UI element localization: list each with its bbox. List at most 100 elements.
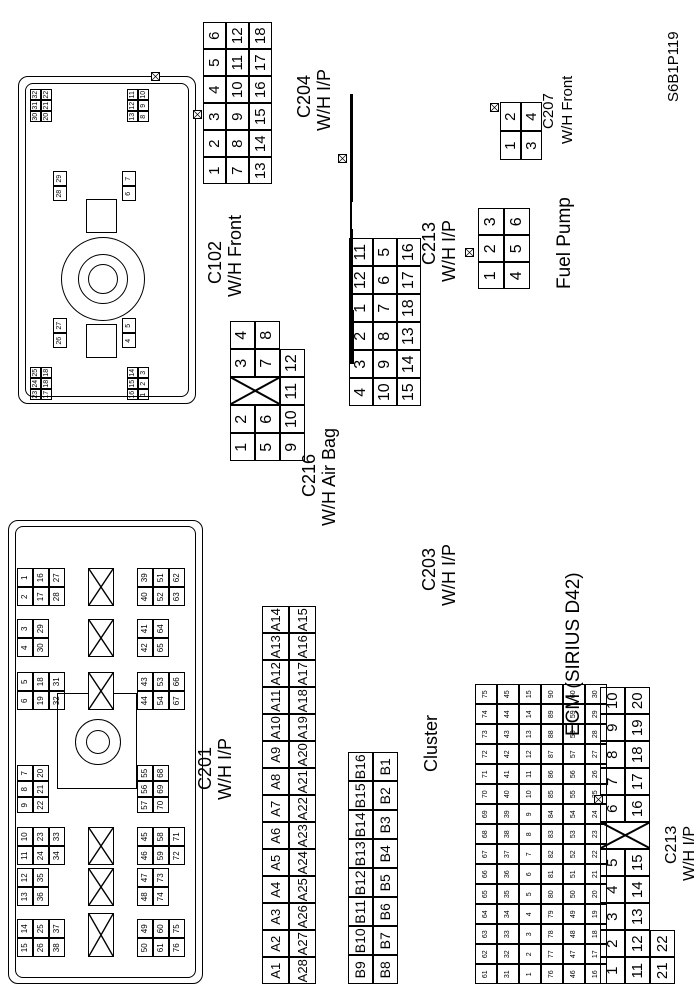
pin-cell: 21 <box>40 100 52 112</box>
pin-cell: 39 <box>136 568 153 588</box>
pin-cell: A7 <box>261 795 289 823</box>
pin-cell: 13 <box>16 887 33 907</box>
pin-cell: 87 <box>540 744 563 765</box>
pin-cell: 51 <box>152 568 169 588</box>
pin-cell: 31 <box>29 100 41 112</box>
pin-cell: 8 <box>16 781 33 798</box>
c216-harness: W/H Air Bag <box>319 427 339 526</box>
pin-cell: 9 <box>137 100 149 112</box>
pin-cell: 31 <box>48 672 65 692</box>
pin-cell: 74 <box>152 887 169 907</box>
pin-cell: 86 <box>540 764 563 785</box>
pin-cell: 23 <box>29 389 41 401</box>
pin-cell: 20 <box>40 111 52 123</box>
pin-cell: 10 <box>16 827 33 847</box>
pin-cell: 14 <box>624 876 650 904</box>
pin-cell: A15 <box>288 606 316 634</box>
pin-cell: 11 <box>624 957 650 985</box>
pin-cell: A22 <box>288 795 316 823</box>
pin-cell: 40 <box>496 784 519 805</box>
pin-cell: 50 <box>562 884 585 905</box>
c201-center-boss-hole <box>86 730 110 754</box>
pin-cell: 1 <box>348 294 373 323</box>
pin-cell: 70 <box>152 797 169 814</box>
pin-cell: 72 <box>474 744 497 765</box>
pin-cell: 9 <box>225 103 249 131</box>
pin-cell: 36 <box>496 864 519 885</box>
pin-cell: 26 <box>32 938 49 958</box>
pin-cell: 55 <box>136 765 153 782</box>
pin-cell: 68 <box>152 765 169 782</box>
pin-cell: 8 <box>372 322 397 351</box>
pin-cell: 32 <box>29 89 41 101</box>
pin-cell: 6 <box>599 795 625 823</box>
pin-cell: 67 <box>168 691 185 711</box>
lock-tab-icon <box>465 248 474 257</box>
pin-cell: 5 <box>202 49 226 77</box>
pin-cell: 4 <box>518 904 541 925</box>
pin-cell: 54 <box>562 804 585 825</box>
pin-cell: 13 <box>248 157 272 185</box>
pin-cell: 3 <box>16 619 33 639</box>
pin-cell: 17 <box>32 587 49 607</box>
pin-cell: 71 <box>168 827 185 847</box>
pin-cell: A26 <box>288 903 316 931</box>
pin-cell: 14 <box>16 919 33 939</box>
pin-cell: 13 <box>624 903 650 931</box>
lock-tab-icon <box>193 110 202 119</box>
pin-cell: 9 <box>16 797 33 814</box>
c203-harness: W/H I/P <box>439 544 459 606</box>
pin-cell: 10 <box>279 405 305 434</box>
pin-cell: 3 <box>599 903 625 931</box>
c203-code: C203 <box>419 547 439 591</box>
pin-cell: 33 <box>496 924 519 945</box>
pin-cell: 76 <box>540 964 563 985</box>
pin-cell: 61 <box>474 964 497 985</box>
pin-cell: 1 <box>499 131 521 161</box>
pin-cell: 7 <box>254 349 280 378</box>
pin-cell: 4 <box>121 333 136 349</box>
pin-cell: 72 <box>168 846 185 866</box>
pin-cell: 79 <box>540 904 563 925</box>
pin-cell: 15 <box>396 378 421 407</box>
pin-cell: 38 <box>48 938 65 958</box>
c204-code: C204 <box>294 74 314 118</box>
c213-top-harness: W/H I/P <box>439 220 459 282</box>
pin-cell: 37 <box>48 919 65 939</box>
pin-cell: 6 <box>518 864 541 885</box>
pin-cell: A18 <box>288 687 316 715</box>
pin-cell: 2 <box>477 235 504 263</box>
pin-cell: 18 <box>40 378 52 390</box>
pin-cell: 42 <box>496 744 519 765</box>
pin-cell: 6 <box>372 266 397 295</box>
pin-cell: A27 <box>288 930 316 958</box>
pin-cell: A19 <box>288 714 316 742</box>
pin-cell: 22 <box>40 89 52 101</box>
pin-cell: 59 <box>152 846 169 866</box>
pin-cell: 44 <box>136 691 153 711</box>
pin-cell: 58 <box>152 827 169 847</box>
pin-cell: A24 <box>288 849 316 877</box>
pin-cell: 24 <box>32 846 49 866</box>
pin-cell: 56 <box>562 764 585 785</box>
pin-cell: 1 <box>599 957 625 985</box>
pin-cell: 40 <box>136 587 153 607</box>
lock-tab-icon <box>490 103 499 112</box>
c216-code: C216 <box>299 453 319 497</box>
pin-cell: 15 <box>126 378 138 390</box>
pin-cell: 62 <box>474 944 497 965</box>
pin-cell: 9 <box>599 714 625 742</box>
pin-cell: 4 <box>16 638 33 658</box>
